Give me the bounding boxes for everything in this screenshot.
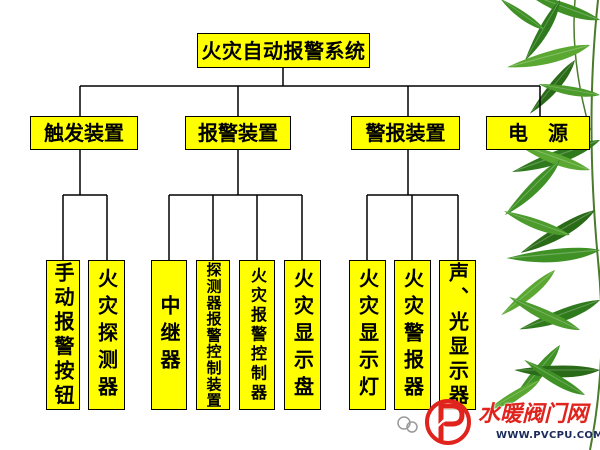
- node-label: 手动报警按钮: [51, 261, 75, 409]
- node-fire-alarm-sounder: 火灾警报器: [394, 260, 431, 410]
- node-alarm-devices: 报警装置: [185, 116, 291, 150]
- root-node: 火灾自动报警系统: [197, 33, 370, 68]
- node-fire-alarm-controller: 火灾报警控制器: [239, 260, 275, 410]
- node-label: 火灾报警控制器: [248, 266, 267, 404]
- node-label: 电 源: [508, 121, 568, 145]
- bamboo-stem: [589, 0, 600, 450]
- node-fire-display-panel: 火灾显示盘: [284, 260, 321, 410]
- node-repeater: 中继器: [151, 260, 187, 410]
- node-label: 警报装置: [365, 121, 446, 145]
- watermark-site-name: 水暖阀门网: [478, 402, 589, 427]
- node-label: 火灾显示灯: [355, 267, 380, 403]
- node-label: 中继器: [157, 294, 181, 376]
- node-label: 探测器报警控制装置: [204, 261, 223, 409]
- node-fire-indicator-light: 火灾显示灯: [349, 260, 386, 410]
- node-fire-detector: 火灾探测器: [88, 260, 125, 410]
- pv-logo-icon: [425, 399, 471, 445]
- wechat-icon: [397, 416, 418, 433]
- node-sound-light-indicator: 声、光显示器: [439, 260, 476, 410]
- node-warning-devices: 警报装置: [351, 116, 460, 150]
- node-label: 声、光显示器: [445, 261, 470, 409]
- node-power-supply: 电 源: [486, 116, 590, 150]
- node-label: 报警装置: [198, 121, 278, 145]
- node-label: 火灾自动报警系统: [201, 38, 366, 63]
- node-label: 火灾警报器: [400, 267, 425, 403]
- node-trigger-devices: 触发装置: [30, 116, 138, 150]
- node-manual-alarm-button: 手动报警按钮: [46, 260, 80, 410]
- node-label: 火灾探测器: [94, 267, 119, 403]
- watermark-site-url: WWW.PVCPU.COM: [496, 430, 600, 441]
- node-label: 火灾显示盘: [290, 267, 315, 403]
- node-detector-alarm-control-unit: 探测器报警控制装置: [196, 260, 230, 410]
- node-label: 触发装置: [44, 121, 124, 145]
